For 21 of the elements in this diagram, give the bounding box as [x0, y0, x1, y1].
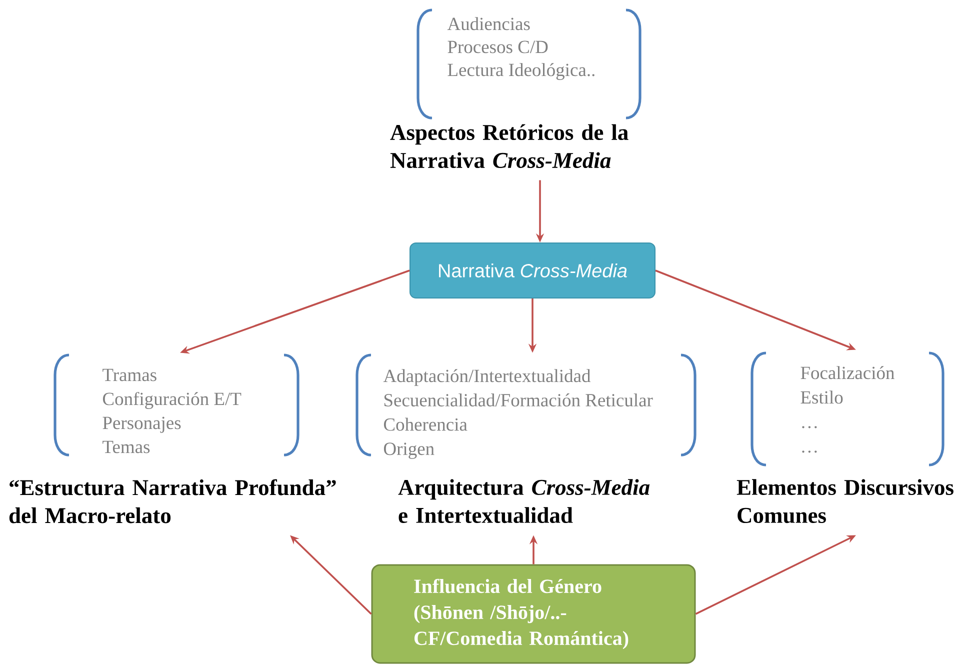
list-item: Lectura Ideológica..	[448, 63, 594, 80]
list-item: …	[802, 450, 817, 453]
list-item: Coherencia	[384, 418, 468, 431]
list-item: Adaptación/Intertextualidad	[383, 369, 591, 386]
list-item: Audiencias	[447, 17, 530, 30]
heading: “Estructura Narrativa Profunda” del Macro-relato	[9, 479, 336, 524]
list-item: Procesos C/D	[448, 40, 548, 54]
list-item: Focalización	[800, 366, 894, 380]
list-item: Temas	[102, 440, 150, 454]
list-item: Secuencialidad/Formación Reticular	[384, 393, 653, 406]
list-item: …	[802, 426, 817, 428]
list-item: Tramas	[102, 368, 156, 382]
process-box: Influencia del Género (Shōnen /Shōjo/..- CF/Comedia Romántica)	[371, 564, 696, 664]
heading: Arquitectura Cross-Media e Intertextualidad	[398, 479, 650, 524]
heading: Aspectos Retóricos de la Narrativa Cross-Media	[390, 124, 628, 168]
list-item: Estilo	[800, 390, 843, 404]
list-item: Personajes	[102, 416, 181, 433]
heading: Elementos Discursivos Comunes	[736, 479, 954, 524]
list-item: Origen	[384, 442, 434, 459]
process-box: Narrativa Cross-Media	[410, 242, 656, 298]
list-item: Configuración E/T	[102, 392, 242, 409]
